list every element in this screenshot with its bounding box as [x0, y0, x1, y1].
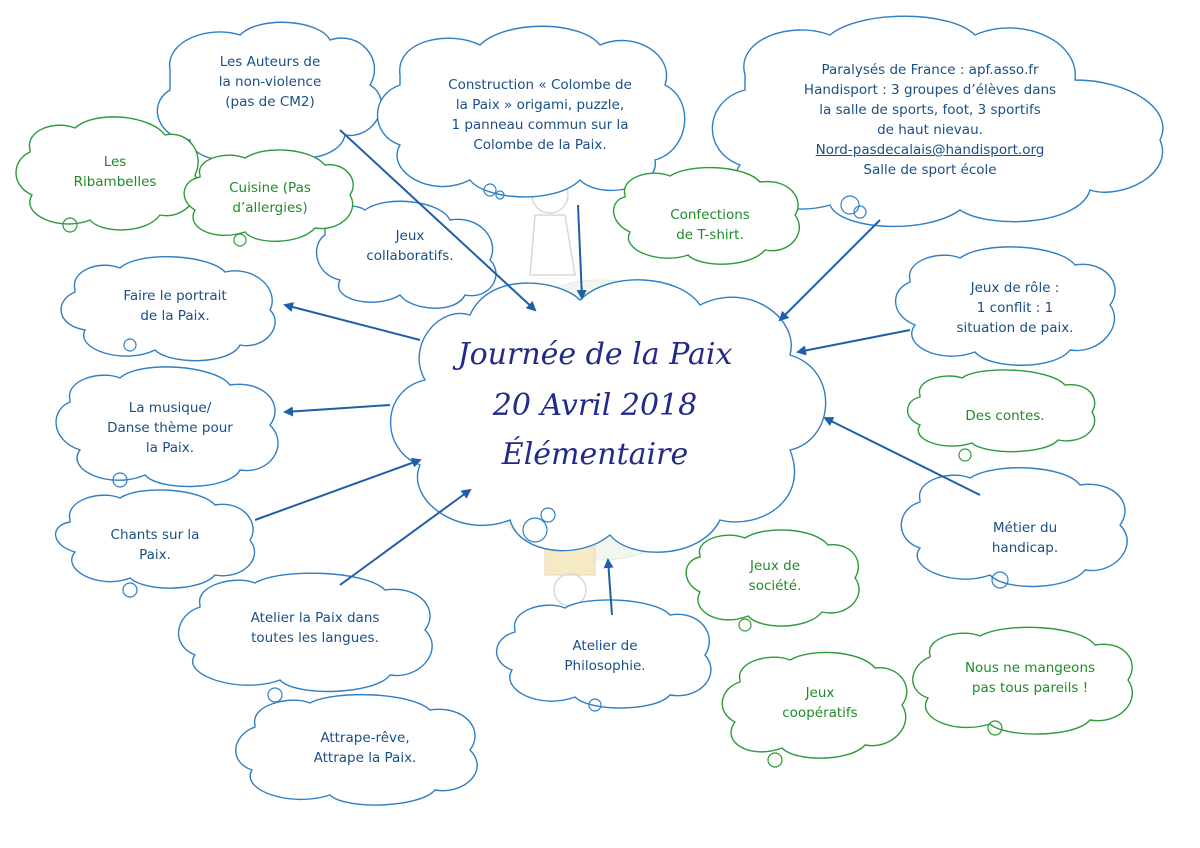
- node-tshirt: Confections de T-shirt.: [670, 207, 750, 243]
- node-contes: Des contes.: [965, 408, 1045, 424]
- title-line-1: Journée de la Paix: [457, 337, 733, 372]
- node-cuisine: Cuisine (Pas d’allergies): [229, 180, 311, 216]
- node-apf: Paralysés de France : apf.asso.fr Handis…: [803, 62, 1057, 178]
- node-auteurs: Les Auteurs de la non-violence (pas de C…: [218, 54, 322, 110]
- node-handicap: Métier du handicap.: [991, 520, 1059, 556]
- arrows: [254, 129, 981, 616]
- node-colombe: Construction « Colombe de la Paix » orig…: [448, 77, 632, 153]
- node-portrait: Faire le portrait de la Paix.: [123, 288, 227, 324]
- node-societe: Jeux de société.: [748, 558, 802, 594]
- node-jeux-role: Jeux de rôle : 1 conflit : 1 situation d…: [956, 280, 1074, 336]
- node-musique: La musique/ Danse thème pour la Paix.: [107, 400, 233, 456]
- clouds-green: [15, 116, 1133, 759]
- node-ribambelles: Les Ribambelles: [73, 154, 157, 190]
- node-collaboratifs: Jeux collaboratifs.: [366, 228, 454, 264]
- clouds-blue: [54, 15, 1164, 806]
- node-philosophie: Atelier de Philosophie.: [564, 638, 646, 674]
- node-mangeons: Nous ne mangeons pas tous pareils !: [964, 660, 1096, 696]
- central-cloud: [389, 279, 827, 553]
- node-langues: Atelier la Paix dans toutes les langues.: [250, 610, 380, 646]
- decorative-bubbles: [62, 183, 1009, 768]
- node-cooperatifs: Jeux coopératifs: [782, 685, 858, 721]
- node-chants: Chants sur la Paix.: [110, 527, 200, 563]
- title-line-3: Élémentaire: [501, 437, 689, 472]
- node-attrape: Attrape-rêve, Attrape la Paix.: [313, 730, 417, 766]
- handisport-email-link[interactable]: Nord-pasdecalais@handisport.org: [815, 142, 1045, 158]
- title-line-2: 20 Avril 2018: [492, 388, 698, 423]
- central-title: Journée de la Paix 20 Avril 2018 Élément…: [445, 330, 745, 478]
